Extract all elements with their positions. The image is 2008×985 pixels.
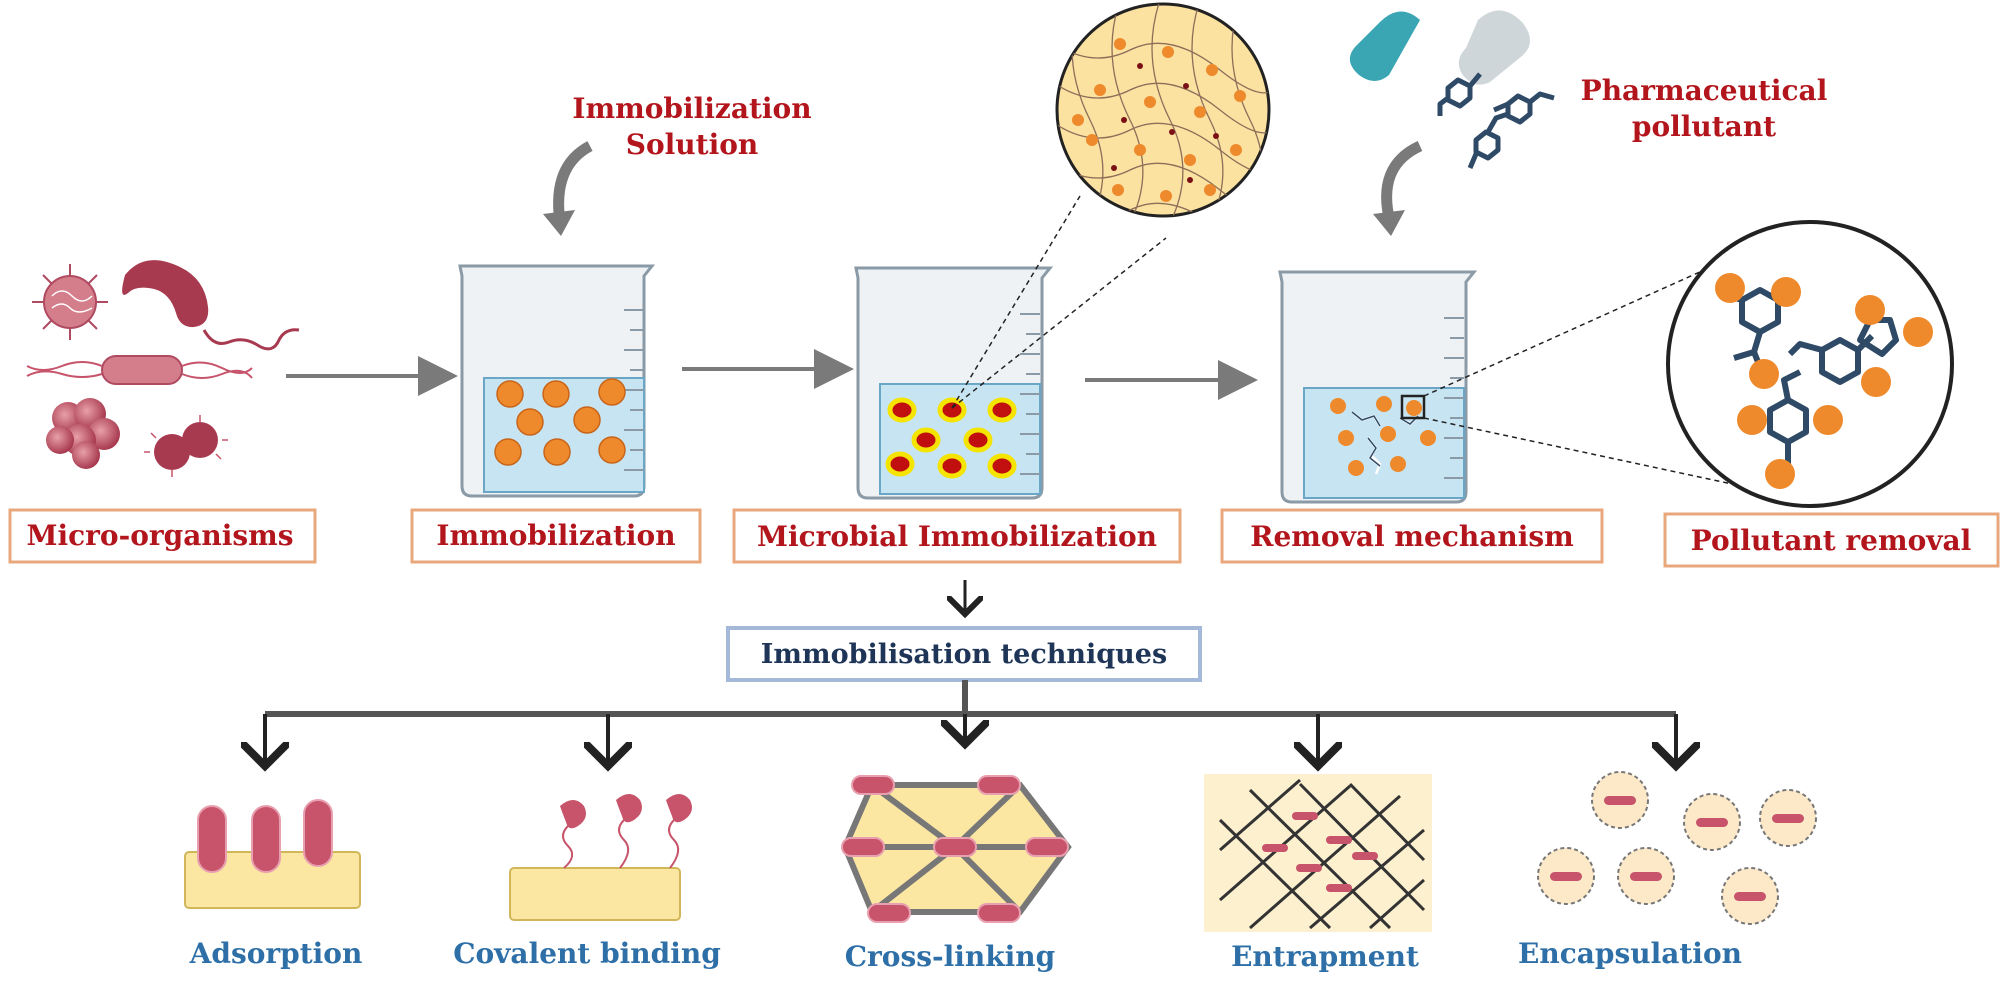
rod-bacterium-icon bbox=[26, 355, 253, 385]
beaker-removal-mechanism bbox=[1278, 270, 1478, 504]
immobilization-solution-label-line1: Immobilization bbox=[572, 92, 811, 125]
immobilization-solution-label-line2: Solution bbox=[626, 128, 759, 161]
technique-label-cross-linking: Cross-linking bbox=[845, 940, 1055, 973]
capsule-icon bbox=[1349, 10, 1530, 85]
stage-box-micro-organisms bbox=[8, 508, 317, 564]
virus-icon bbox=[32, 264, 108, 340]
coccus-cluster-icon bbox=[46, 398, 120, 469]
curved-arrow-head-icon bbox=[1373, 210, 1405, 236]
molecule-icon bbox=[1437, 72, 1555, 169]
cross-linking-illustration bbox=[841, 775, 1072, 923]
technique-label-covalent-binding: Covalent binding bbox=[453, 937, 721, 970]
pharmaceutical-pollutant-label-line1: Pharmaceutical bbox=[1581, 74, 1828, 107]
technique-label-encapsulation: Encapsulation bbox=[1518, 937, 1742, 970]
stage-label-immobilization: Immobilization bbox=[436, 519, 675, 552]
magnifier-circle-icon bbox=[1423, 220, 1954, 508]
stage-label-removal-mechanism: Removal mechanism bbox=[1250, 520, 1574, 553]
stage-box-removal-mechanism bbox=[1220, 508, 1604, 564]
curved-arrow-head-icon bbox=[543, 210, 575, 236]
curved-arrow-icon bbox=[1381, 140, 1423, 224]
entrapment-illustration bbox=[1204, 774, 1432, 932]
technique-label-adsorption: Adsorption bbox=[189, 937, 363, 970]
stage-box-immobilization bbox=[410, 508, 702, 564]
microorganisms-illustration bbox=[26, 260, 300, 477]
beaker-immobilization bbox=[458, 264, 656, 498]
techniques-header-box bbox=[726, 626, 1202, 682]
diplococcus-icon bbox=[144, 415, 228, 477]
tree-branch-arrows bbox=[265, 714, 1676, 766]
techniques-tree bbox=[265, 680, 1676, 717]
stage-box-microbial-immobilization bbox=[732, 508, 1182, 564]
stage-label-pollutant-removal: Pollutant removal bbox=[1691, 524, 1972, 557]
stage-label-microbial-immobilization: Microbial Immobilization bbox=[757, 520, 1157, 553]
pharmaceutical-pollutant-label-line2: pollutant bbox=[1632, 110, 1776, 143]
technique-label-entrapment: Entrapment bbox=[1231, 940, 1419, 973]
stage-box-pollutant-removal bbox=[1663, 512, 2000, 568]
curved-arrow-icon bbox=[553, 141, 593, 223]
flow-arrows bbox=[286, 349, 1258, 400]
adsorption-illustration bbox=[184, 799, 361, 909]
beaker-microbial-immobilization bbox=[854, 266, 1054, 500]
encapsulation-illustration bbox=[1537, 771, 1817, 925]
techniques-header: Immobilisation techniques bbox=[761, 639, 1167, 670]
stage-label-micro-organisms: Micro-organisms bbox=[26, 519, 293, 552]
covalent-binding-illustration bbox=[509, 794, 692, 921]
stage-boxes bbox=[8, 508, 2000, 568]
curved-bacterium-icon bbox=[122, 260, 300, 351]
